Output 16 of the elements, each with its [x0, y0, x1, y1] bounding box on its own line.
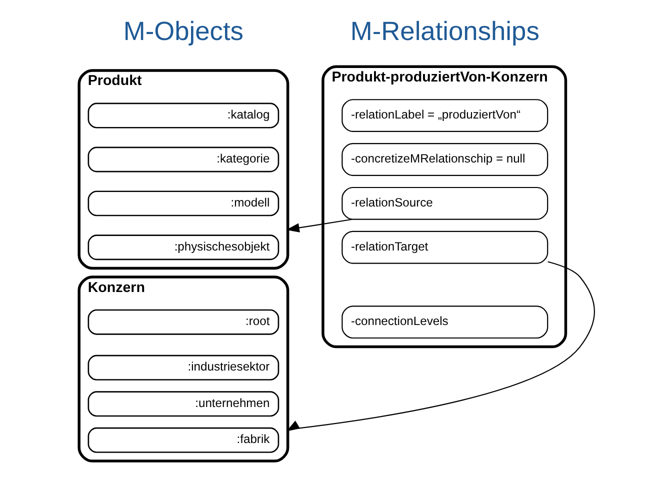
node-box: :root	[87, 308, 279, 334]
node-box: -connectionLevels	[341, 305, 548, 338]
node-box: :physischesobjekt	[87, 234, 279, 260]
node-box: -relationLabel = „produziertVon“	[341, 98, 548, 132]
label: M-Relationships	[350, 15, 539, 46]
node-box: :unternehmen	[87, 390, 279, 416]
node-box: :kategorie	[87, 146, 279, 172]
node-box: -relationSource	[341, 186, 548, 220]
node-box: :fabrik	[87, 426, 279, 452]
node-box: :industriesektor	[87, 354, 279, 380]
node-box: :modell	[87, 190, 279, 216]
node-box: :katalog	[87, 102, 279, 128]
node-box: -concretizeMRelationschip = null	[341, 142, 548, 176]
arrow	[286, 260, 594, 431]
node-box: -relationTarget	[341, 230, 548, 264]
label: M-Objects	[122, 15, 244, 46]
